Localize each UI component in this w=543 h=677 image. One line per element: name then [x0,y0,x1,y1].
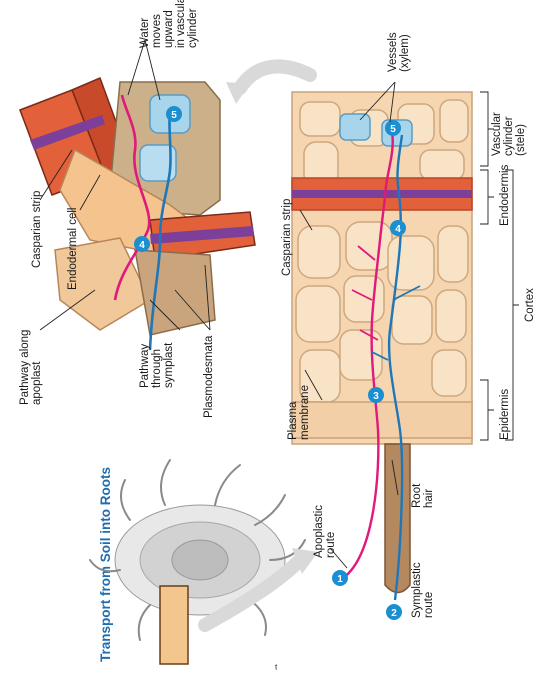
svg-text:Vessels: Vessels [387,32,399,72]
zoom-arrow-top-head [226,82,250,104]
root-cross-section: ᵗ [89,459,306,675]
cross-section-highlight-box [159,585,189,665]
svg-text:symplast: symplast [163,342,175,388]
top-zoom-view [19,76,256,336]
svg-text:Apoplastic: Apoplastic [313,505,325,558]
top-symplast-pathway [148,109,172,351]
svg-text:1: 1 [337,574,343,585]
top-apoplast-pathway [113,94,151,301]
label-symplastic-route: Symplastic route [411,562,435,618]
diagram-title: Transport from Soil into Roots [98,467,113,662]
label-cortex: Cortex [524,288,536,322]
cortex-cells [295,99,469,403]
label-endodermal-cell: Endodermal cell [67,208,79,290]
label-vessels: Vessels (xylem) [387,32,411,72]
svg-text:5: 5 [171,110,177,121]
symplastic-pathway-line [387,134,404,601]
svg-text:Pathway along: Pathway along [19,330,31,405]
tissue-brackets [480,91,519,441]
step-badge-5-main: 5 [385,120,401,136]
label-casparian-bottom: Casparian strip [281,199,293,276]
label-pathway-symplast: Pathway through symplast [139,342,175,388]
step-badge-5-top: 5 [166,106,182,122]
xylem-vessel-1 [339,113,371,141]
zoom-arrow-bottom-head [292,548,318,574]
root-hair-shape [384,443,411,594]
svg-text:5: 5 [390,124,396,135]
root-tissue-block [291,91,473,594]
svg-text:route: route [423,592,435,618]
symplast-branch [371,285,421,361]
label-water-moves: Water moves upward in vascular cylinder [139,0,199,48]
casparian-strip-band [292,190,472,198]
svg-text:2: 2 [391,608,397,619]
figure-marker: ᵗ [275,663,278,675]
svg-text:through: through [151,349,163,388]
step-badge-1: 1 [332,570,348,586]
svg-text:Pathway: Pathway [139,344,151,388]
svg-text:4: 4 [139,240,145,251]
label-plasma-membrane: Plasma membrane [287,385,311,440]
svg-text:(stele): (stele) [515,124,527,156]
step-badge-2: 2 [386,604,402,620]
svg-text:Root: Root [411,483,423,508]
label-casparian-top: Casparian strip [31,191,43,268]
svg-text:3: 3 [373,391,379,402]
svg-text:in vascular: in vascular [175,0,187,48]
apoplastic-pathway-line [339,131,394,582]
svg-text:membrane: membrane [299,385,311,440]
label-vascular-cylinder: Vascular cylinder (stele) [491,112,527,156]
svg-text:Symplastic: Symplastic [411,562,423,618]
leader-lines [39,39,399,569]
svg-text:Vascular: Vascular [491,112,503,156]
svg-text:hair: hair [423,489,435,508]
svg-text:4: 4 [395,224,401,235]
step-badge-3: 3 [368,387,384,403]
epidermis-layer [291,401,473,439]
svg-text:Plasma: Plasma [287,401,299,440]
step-badge-4-main: 4 [390,220,406,236]
label-plasmodesmata: Plasmodesmata [203,335,215,418]
svg-text:cylinder: cylinder [503,116,515,156]
zoom-arrow-bottom [198,553,307,632]
zoom-arrow-top [233,59,317,95]
label-root-hair: Root hair [411,483,435,508]
svg-text:moves: moves [151,14,163,48]
svg-text:apoplast: apoplast [31,361,43,405]
label-apoplastic-route: Apoplastic route [313,505,337,558]
svg-text:(xylem): (xylem) [399,34,411,72]
svg-text:cylinder: cylinder [187,8,199,48]
label-endodermis: Endodermis [499,164,511,226]
label-epidermis: Epidermis [499,389,511,440]
svg-text:Water: Water [139,18,151,48]
svg-text:upward: upward [163,10,175,48]
label-pathway-apoplast: Pathway along apoplast [19,330,43,405]
step-badge-4-top: 4 [134,236,150,252]
apoplast-branch [351,245,379,341]
svg-text:route: route [325,532,337,558]
